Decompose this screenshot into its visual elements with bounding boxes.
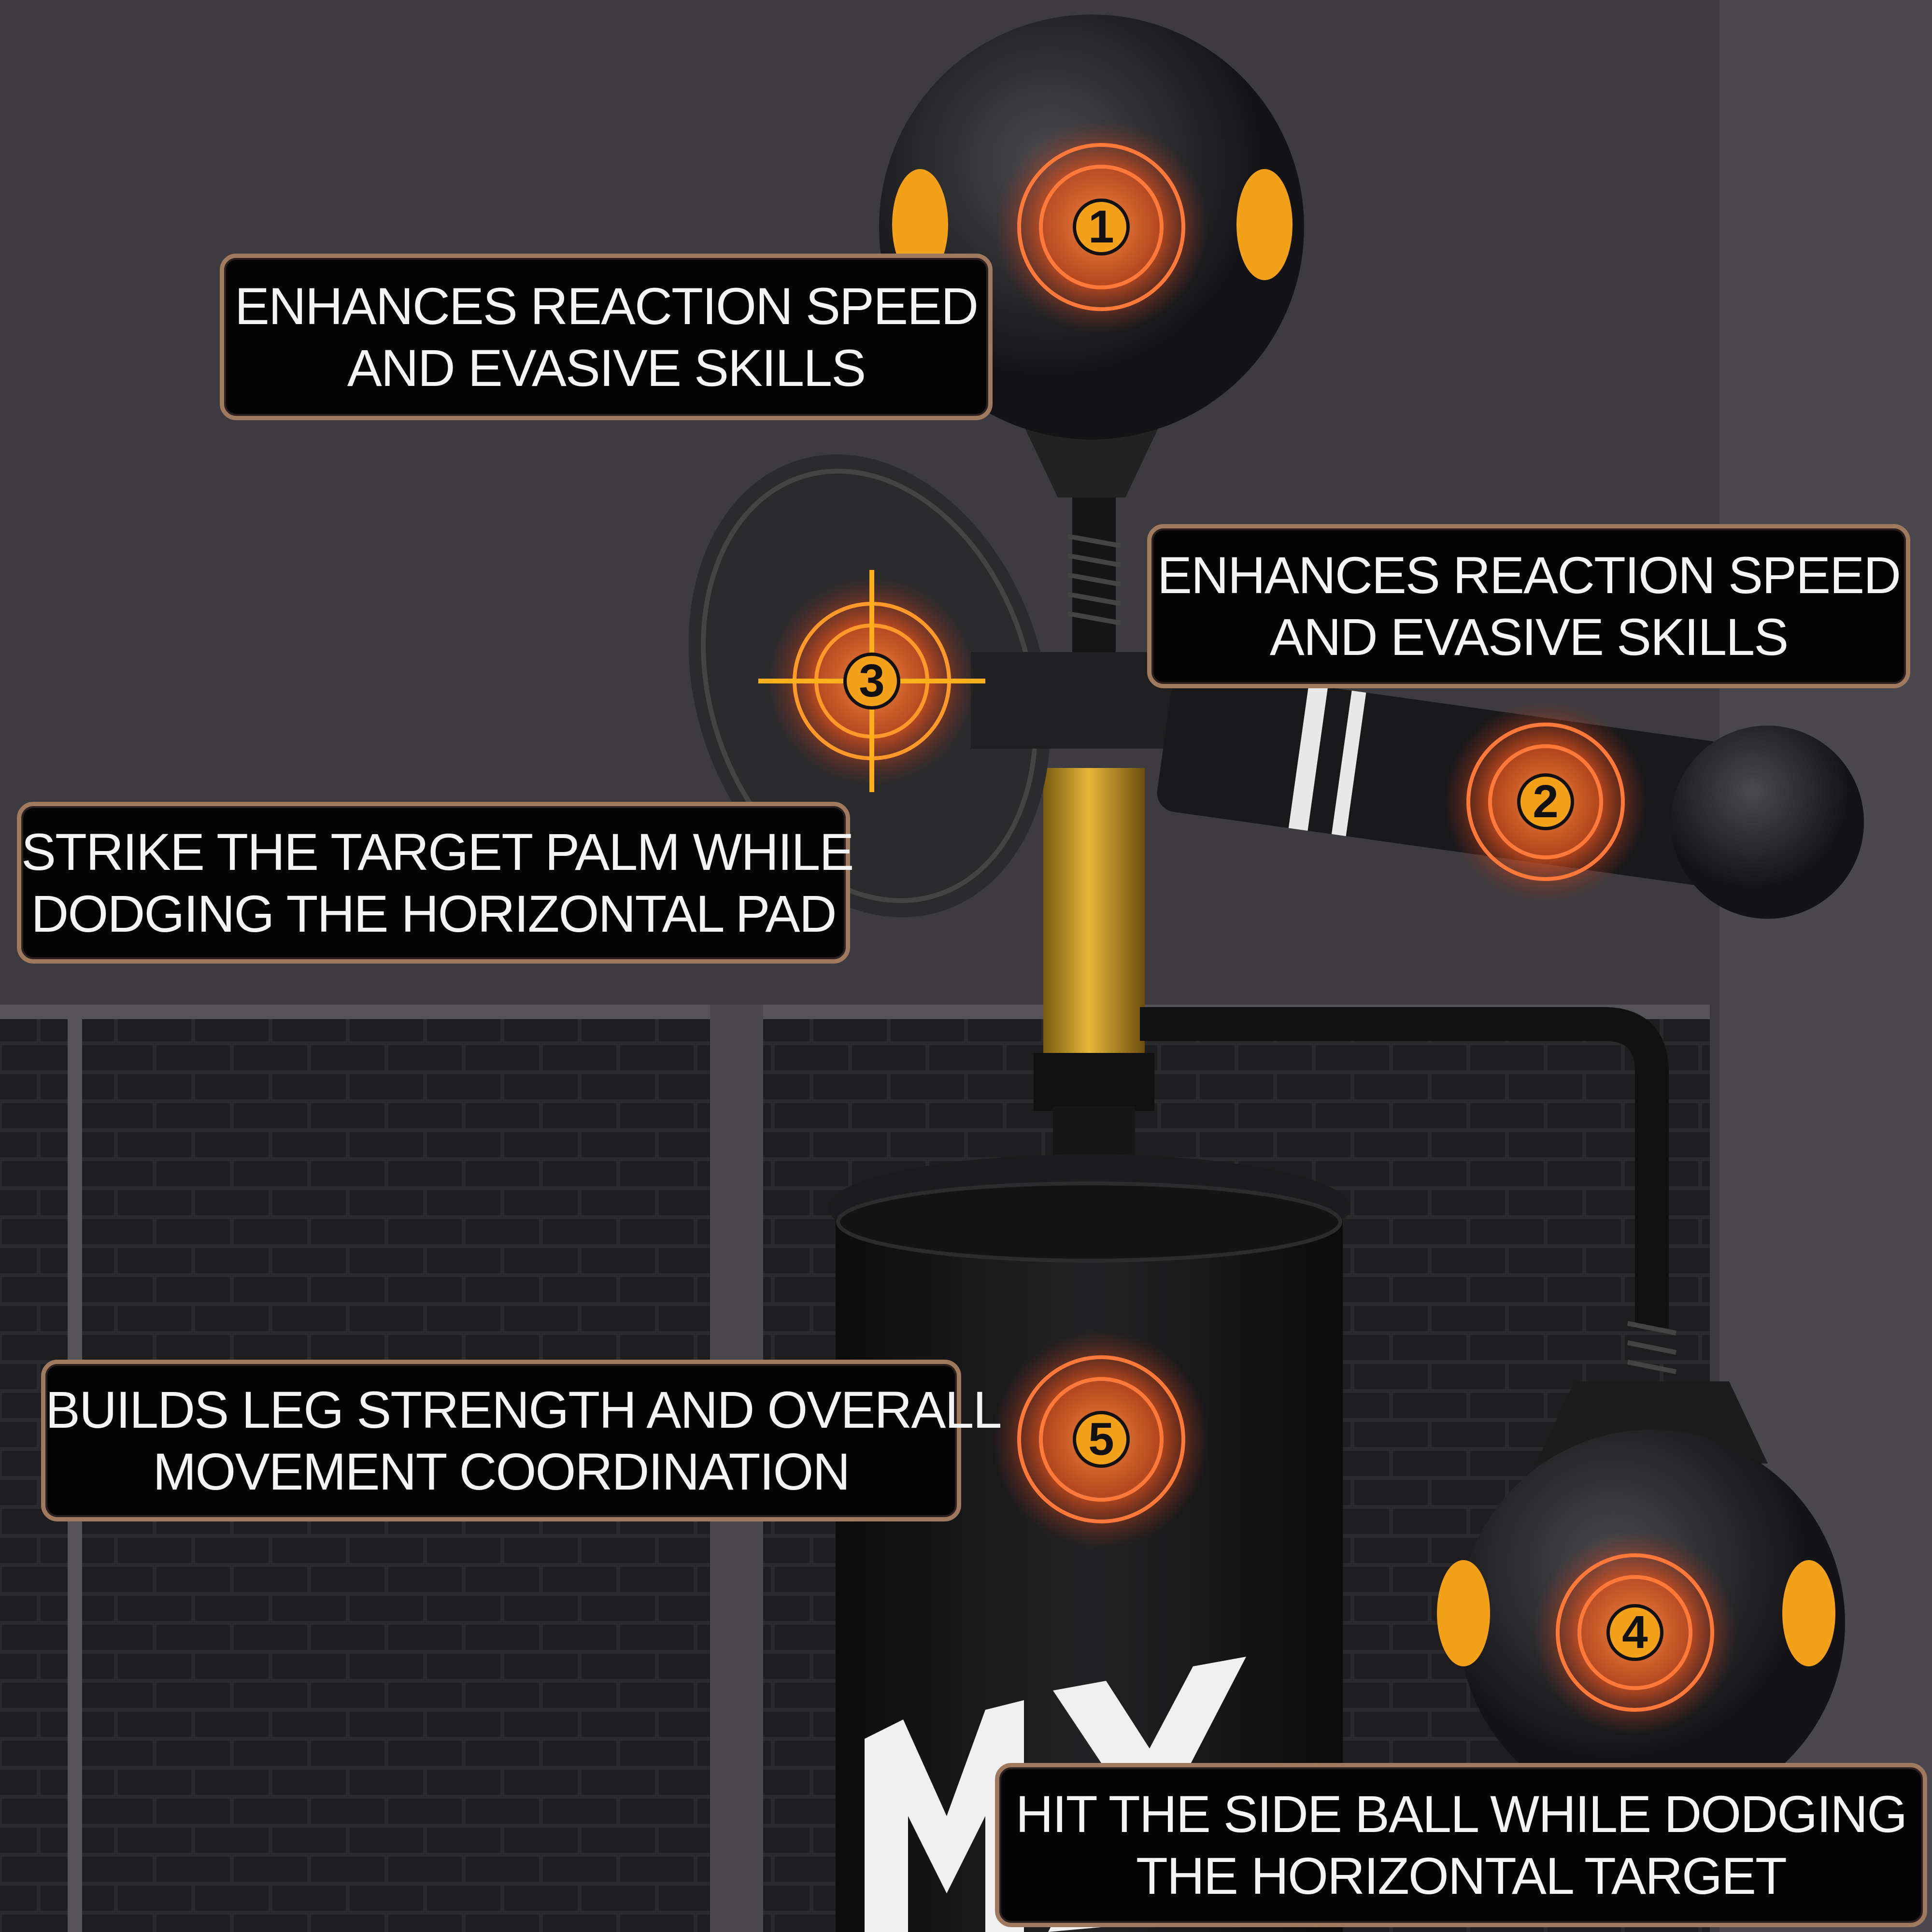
marker-2: 2 — [1517, 773, 1574, 830]
marker-1: 1 — [1073, 199, 1130, 256]
callout-horizontal-bar-line-2: AND EVASIVE SKILLS — [1269, 608, 1789, 666]
callout-top-ball-line-2: AND EVASIVE SKILLS — [347, 338, 866, 397]
callout-side-ball-line-1: HIT THE SIDE BALL WHILE DODGING — [1015, 1785, 1907, 1843]
callout-horizontal-bar: ENHANCES REACTION SPEED AND EVASIVE SKIL… — [1147, 524, 1910, 688]
marker-4: 4 — [1606, 1604, 1663, 1661]
callout-side-ball: HIT THE SIDE BALL WHILE DODGING THE HORI… — [995, 1763, 1927, 1927]
side-arm — [1140, 1007, 1669, 1328]
callout-top-ball: ENHANCES REACTION SPEED AND EVASIVE SKIL… — [220, 254, 993, 420]
callout-side-ball-line-2: THE HORIZONTAL TARGET — [1136, 1847, 1787, 1905]
marker-3: 3 — [843, 653, 900, 710]
callout-bag-line-1: BUILDS LEG STRENGTH AND OVERALL — [45, 1380, 1002, 1439]
callout-top-ball-line-1: ENHANCES REACTION SPEED — [234, 276, 979, 335]
callout-bag: BUILDS LEG STRENGTH AND OVERALL MOVEMENT… — [41, 1360, 1002, 1521]
gold-pole — [1043, 768, 1145, 1067]
marker-5: 5 — [1073, 1411, 1130, 1468]
callout-palm-pad: STRIKE THE TARGET PALM WHILE DODGING THE… — [17, 802, 854, 964]
callout-palm-pad-line-1: STRIKE THE TARGET PALM WHILE — [21, 822, 854, 881]
callout-palm-pad-line-2: DODGING THE HORIZONTAL PAD — [31, 884, 837, 943]
callout-bag-line-2: MOVEMENT COORDINATION — [153, 1442, 850, 1501]
callout-horizontal-bar-line-1: ENHANCES REACTION SPEED — [1157, 546, 1901, 604]
bag-logo-mark — [865, 1700, 1024, 1932]
